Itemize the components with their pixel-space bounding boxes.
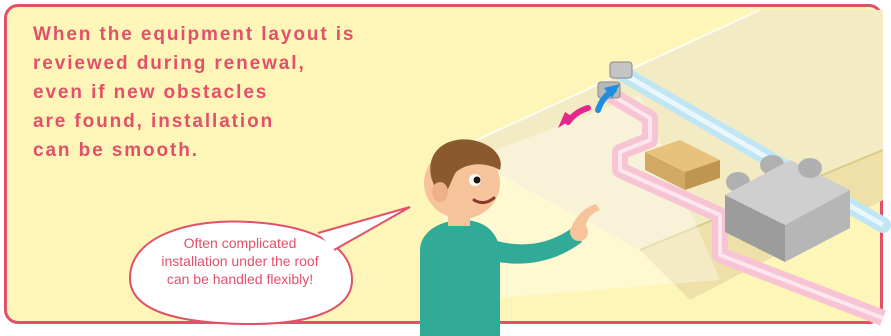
ventilation-unit-side	[725, 195, 785, 262]
man-pointing-hand	[572, 204, 600, 228]
headline-text: When the equipment layout is reviewed du…	[33, 20, 463, 165]
speech-bubble-line: Often complicated	[183, 235, 297, 251]
man-hair	[430, 139, 501, 200]
man-mouth	[472, 196, 496, 205]
ventilation-unit-top	[725, 160, 850, 225]
supply-arrow-head	[604, 84, 620, 98]
obstacle-box-top	[645, 140, 720, 172]
headline-line: even if new obstacles	[33, 82, 269, 103]
ceiling-edge	[454, 9, 761, 151]
headline-line: can be smooth.	[33, 140, 199, 161]
man-shirt	[420, 220, 500, 336]
blue-vent	[609, 61, 633, 79]
headline-line: are found, installation	[33, 111, 275, 132]
obstacle-box-front	[685, 160, 720, 190]
unit-port	[798, 158, 822, 178]
headline-line: reviewed during renewal,	[33, 53, 306, 74]
man-arm	[482, 228, 582, 264]
speech-bubble-line: can be handled flexibly!	[166, 271, 314, 287]
speech-bubble-tail	[318, 207, 410, 250]
speech-bubble-tail-outline	[317, 206, 411, 251]
obstacle-box-side	[645, 152, 685, 190]
headline-line: When the equipment layout is	[33, 24, 356, 45]
man-ear	[432, 182, 448, 202]
speech-bubble-line: installation under the roof	[161, 253, 319, 269]
man-fist	[570, 223, 588, 241]
man-eye-pupil	[473, 176, 481, 184]
speech-bubble-body	[128, 220, 354, 326]
pink-duct-highlight	[604, 90, 884, 320]
ventilation-unit-front	[785, 190, 850, 262]
speech-bubble-text: Often complicated installation under the…	[130, 234, 350, 288]
exhaust-arrow-head	[558, 112, 574, 128]
